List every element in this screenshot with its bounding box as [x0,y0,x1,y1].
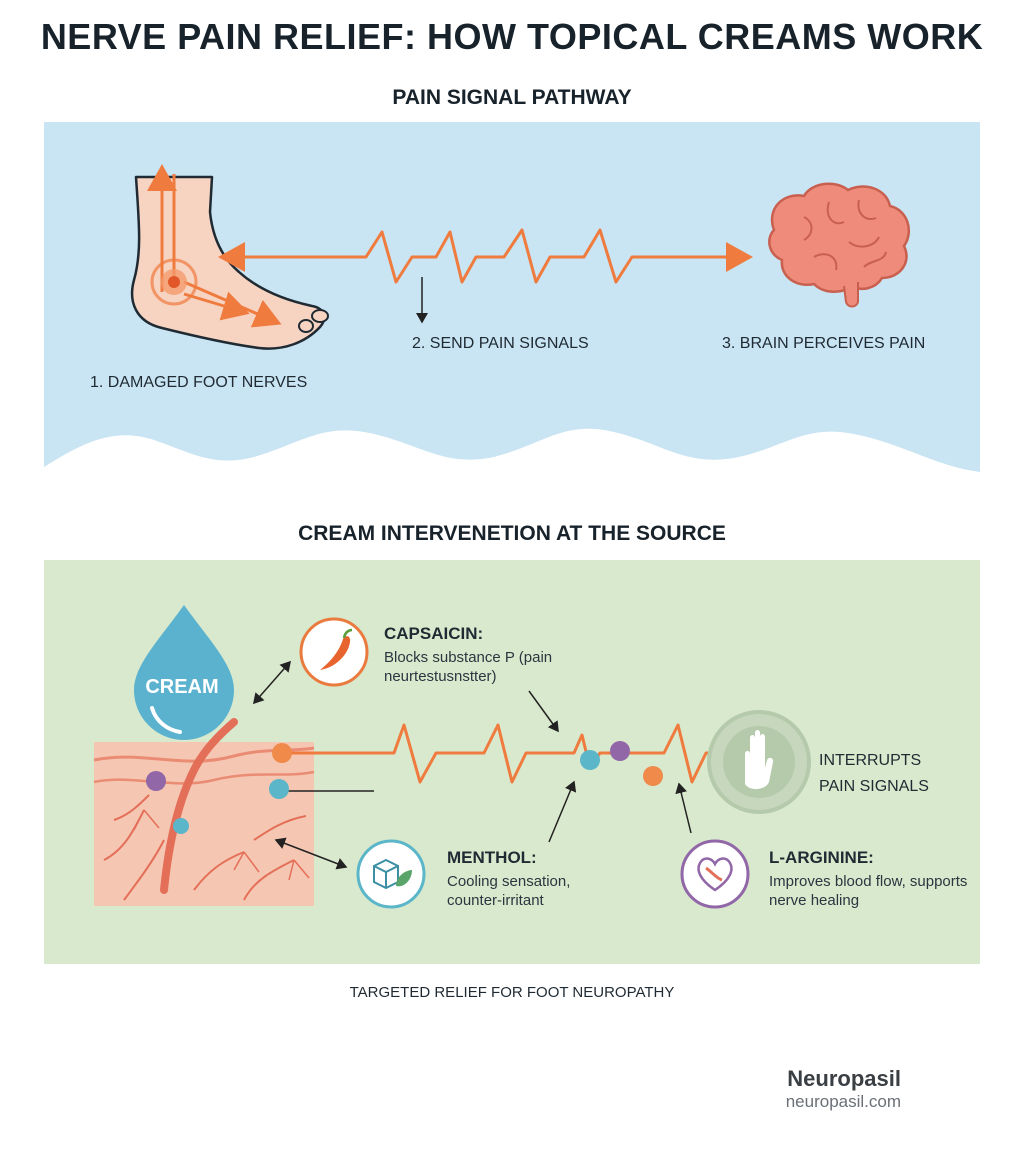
l-arginine-desc-line2: nerve healing [769,892,860,909]
intervention-panel: CAPSAICIN: Blocks substance P (pain neur… [44,560,980,964]
capsaicin-desc-line2: neurtestusnstter) [384,668,497,685]
connector-arrows [253,660,692,870]
heart-vessel-icon [680,839,750,909]
cube-leaf-icon [356,839,426,909]
l-arginine-desc-line1: Improves blood flow, supports [769,873,968,890]
pain-signal-wave [218,228,753,324]
capsaicin-title: CAPSAICIN: [384,624,484,643]
pathway-panel: 1. DAMAGED FOOT NERVES 2. SEND PAIN SIGN… [44,122,980,482]
signal-line [280,723,734,792]
pathway-section-title: PAIN SIGNAL PATHWAY [392,86,632,109]
menthol-desc-line2: counter-irritant [447,892,544,909]
menthol-desc-line1: Cooling sensation, [447,873,571,890]
interrupts-label-line1: INTERRUPTS [819,752,922,769]
skin-tissue-illustration [93,718,315,906]
footer-tagline: TARGETED RELIEF FOR FOOT NEUROPATHY [349,984,675,1001]
capsaicin-desc-line1: Blocks substance P (pain [384,649,553,666]
l-arginine-title: L-ARGININE: [769,848,874,867]
brand-url: neuropasil.com [785,1092,901,1111]
step-damaged-nerves-label: 1. DAMAGED FOOT NERVES [90,374,308,391]
page-title: NERVE PAIN RELIEF: HOW TOPICAL CREAMS WO… [40,16,984,57]
brain-icon [768,182,910,308]
intervention-section-title: CREAM INTERVENETION AT THE SOURCE [298,522,726,545]
step-send-signals-label: 2. SEND PAIN SIGNALS [412,335,589,352]
step-brain-perceives-label: 3. BRAIN PERCEIVES PAIN [722,335,926,352]
menthol-title: MENTHOL: [447,848,537,867]
stop-hand-icon [707,710,811,814]
cream-drop-icon [134,605,234,740]
cream-label: CREAM [145,676,219,698]
interrupts-label-line2: PAIN SIGNALS [819,778,929,795]
brand-name: Neuropasil [787,1066,901,1091]
chili-pepper-icon [299,617,369,687]
